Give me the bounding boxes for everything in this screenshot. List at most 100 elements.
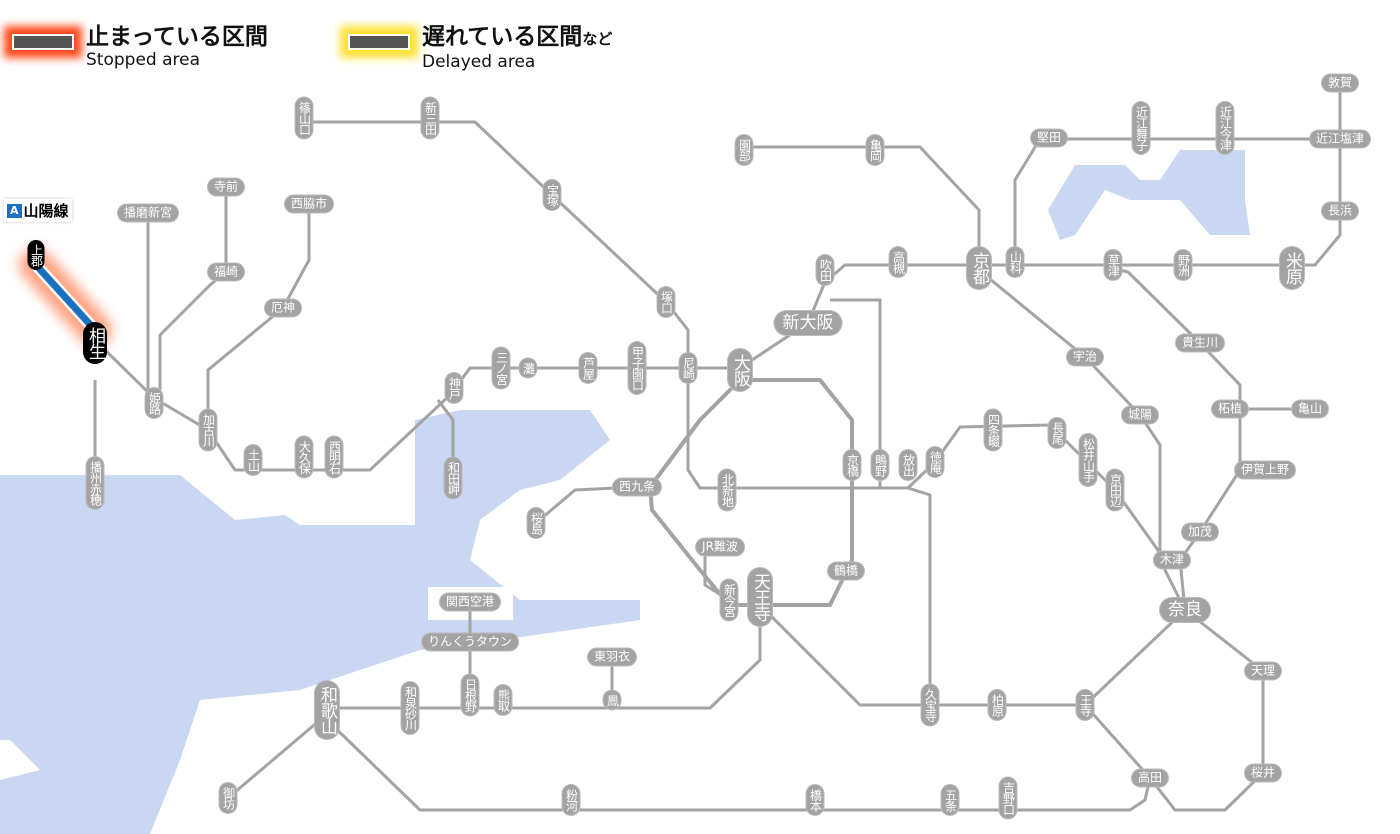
station-63[interactable]: 四条畷 xyxy=(984,409,1002,451)
station-9[interactable]: 神戸 xyxy=(445,373,463,403)
station-56[interactable]: 吹田 xyxy=(816,255,834,285)
station-19[interactable]: 播磨新宮 xyxy=(117,204,179,222)
sea-west xyxy=(0,410,640,834)
station-27[interactable]: 山科 xyxy=(1006,247,1024,277)
station-67[interactable]: JR難波 xyxy=(696,538,744,556)
station-78[interactable]: 和歌山 xyxy=(315,681,339,739)
station-76[interactable]: 鳳 xyxy=(603,690,621,710)
station-10[interactable]: 和田岬 xyxy=(444,457,462,499)
station-60[interactable]: 京田辺 xyxy=(1106,469,1124,511)
station-61[interactable]: 松井山手 xyxy=(1079,434,1097,486)
station-69[interactable]: 天王寺 xyxy=(748,568,772,626)
legend-stopped-en: Stopped area xyxy=(86,50,201,70)
station-41[interactable]: 加茂 xyxy=(1181,523,1219,541)
line-bantan xyxy=(158,187,228,390)
station-7[interactable]: 灘 xyxy=(519,358,537,378)
line-kinokuni xyxy=(227,718,321,800)
station-48[interactable]: 柏原 xyxy=(988,690,1006,720)
station-13[interactable]: 土山 xyxy=(244,445,262,475)
station-46[interactable]: 高田 xyxy=(1131,769,1169,787)
station-58[interactable]: 宇治 xyxy=(1066,348,1104,366)
station-12[interactable]: 大久保 xyxy=(295,436,313,478)
station-5[interactable]: 甲子園口 xyxy=(628,342,646,394)
station-6[interactable]: 芦屋 xyxy=(579,353,597,383)
station-64[interactable]: 徳庵 xyxy=(926,447,944,477)
station-45[interactable]: 桜井 xyxy=(1244,764,1282,782)
station-25[interactable]: 亀岡 xyxy=(866,135,884,165)
lake-biwa xyxy=(1048,150,1250,240)
station-54[interactable]: 大阪 xyxy=(728,349,752,391)
station-34[interactable]: 米原 xyxy=(1280,247,1304,289)
station-81[interactable]: 橋本 xyxy=(806,785,824,815)
station-22[interactable]: 上郡 xyxy=(27,240,45,270)
station-8[interactable]: 三ノ宮 xyxy=(492,347,510,389)
line-name: 山陽線 xyxy=(23,202,69,220)
station-47[interactable]: 王寺 xyxy=(1076,690,1094,720)
station-71[interactable]: 関西空港 xyxy=(439,593,501,611)
legend-delayed-ja: 遅れている区間 xyxy=(422,24,583,50)
station-29[interactable]: 近江舞子 xyxy=(1132,102,1150,154)
stopped-line xyxy=(33,262,98,333)
station-36[interactable]: 草津 xyxy=(1104,250,1122,280)
station-16[interactable]: 西脇市 xyxy=(284,195,334,213)
station-74[interactable]: 熊取 xyxy=(494,685,512,715)
station-39[interactable]: 亀山 xyxy=(1291,400,1329,418)
station-28[interactable]: 堅田 xyxy=(1030,129,1068,147)
station-72[interactable]: りんくうタウン xyxy=(422,633,518,651)
station-17[interactable]: 寺前 xyxy=(207,178,245,196)
station-21[interactable]: 相生 xyxy=(83,322,107,364)
legend-stopped: 止まっている区間 Stopped area xyxy=(12,24,268,70)
station-30[interactable]: 近江今津 xyxy=(1216,102,1234,154)
station-70[interactable]: 鶴橋 xyxy=(827,562,865,580)
rail-lines xyxy=(93,83,1342,812)
station-40[interactable]: 伊賀上野 xyxy=(1234,461,1296,479)
station-80[interactable]: 粉河 xyxy=(562,785,580,815)
station-24[interactable]: 園部 xyxy=(735,135,753,165)
station-31[interactable]: 近江塩津 xyxy=(1309,130,1371,148)
station-18[interactable]: 福崎 xyxy=(207,263,245,281)
station-83[interactable]: 吉野口 xyxy=(999,777,1017,819)
station-3[interactable]: 塚口 xyxy=(657,287,675,317)
station-38[interactable]: 柘植 xyxy=(1211,400,1249,418)
station-4[interactable]: 尼崎 xyxy=(679,353,697,383)
station-62[interactable]: 長尾 xyxy=(1048,418,1066,448)
station-65[interactable]: 西九条 xyxy=(612,478,662,496)
station-20[interactable]: 姫路 xyxy=(145,388,163,418)
station-75[interactable]: 東羽衣 xyxy=(587,648,637,666)
line-fukuchiyama xyxy=(304,120,908,490)
station-43[interactable]: 奈良 xyxy=(1160,598,1210,622)
delayed-swatch xyxy=(348,34,410,50)
station-0[interactable]: 篠山口 xyxy=(295,97,313,139)
station-59[interactable]: 城陽 xyxy=(1121,406,1159,424)
line-osaka-higashi xyxy=(830,298,932,705)
station-82[interactable]: 五条 xyxy=(941,785,959,815)
station-44[interactable]: 天理 xyxy=(1244,662,1282,680)
legend-delayed: 遅れている区間など Delayed area xyxy=(348,24,612,72)
station-77[interactable]: 和泉砂川 xyxy=(401,682,419,734)
station-32[interactable]: 敦賀 xyxy=(1321,74,1359,92)
station-51[interactable]: 鴫野 xyxy=(871,450,889,480)
station-66[interactable]: 桜島 xyxy=(527,508,545,538)
station-11[interactable]: 西明石 xyxy=(325,436,343,478)
station-68[interactable]: 新今宮 xyxy=(720,579,738,621)
station-79[interactable]: 御坊 xyxy=(219,783,237,813)
line-badge-sanyo[interactable]: A 山陽線 xyxy=(4,199,72,222)
station-14[interactable]: 加古川 xyxy=(199,409,217,451)
station-52[interactable]: 京橋 xyxy=(843,450,861,480)
station-42[interactable]: 木津 xyxy=(1153,551,1191,569)
station-2[interactable]: 宝塚 xyxy=(543,180,561,210)
station-73[interactable]: 日根野 xyxy=(461,674,479,716)
station-1[interactable]: 新三田 xyxy=(421,97,439,139)
station-26[interactable]: 京都 xyxy=(967,247,991,289)
station-23[interactable]: 播州赤穂 xyxy=(86,457,104,509)
station-57[interactable]: 高槻 xyxy=(889,247,907,277)
station-53[interactable]: 北新地 xyxy=(718,469,736,511)
station-15[interactable]: 厄神 xyxy=(264,299,302,317)
line-yamatoji xyxy=(768,613,1085,707)
station-37[interactable]: 貴生川 xyxy=(1175,334,1225,352)
station-33[interactable]: 長浜 xyxy=(1321,202,1359,220)
station-50[interactable]: 放出 xyxy=(899,450,917,480)
station-55[interactable]: 新大阪 xyxy=(774,311,842,335)
station-49[interactable]: 久宝寺 xyxy=(921,684,939,726)
station-35[interactable]: 野洲 xyxy=(1174,250,1192,280)
